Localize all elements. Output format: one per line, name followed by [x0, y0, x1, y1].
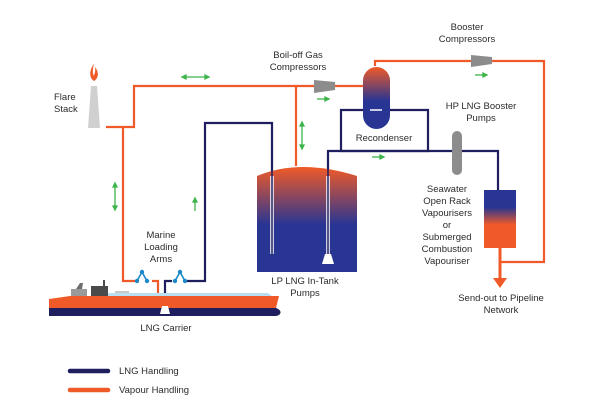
flare-stack-label: Flare Stack: [54, 92, 78, 115]
flow-arrow-bidirectional-left: [111, 181, 119, 212]
recondenser-label: Recondenser: [356, 133, 413, 144]
sendout-label: Send-out to Pipeline Network: [458, 293, 544, 316]
svg-text:Loading: Loading: [144, 242, 178, 253]
ship-superstructure-1: [71, 289, 87, 296]
svg-text:Pumps: Pumps: [290, 288, 320, 299]
recondenser-vessel: [363, 67, 390, 129]
hp-booster-pump: [452, 131, 462, 175]
lng-line-carrier-arm: [163, 279, 172, 298]
ship-deck-rail: [115, 291, 129, 293]
ship-deck: [108, 293, 272, 296]
vapour-line-to-carrier: [121, 127, 135, 283]
ship-mast: [103, 280, 105, 286]
svg-text:Booster: Booster: [451, 22, 484, 33]
flare-stack: [88, 64, 100, 128]
flow-arrow-bidirectional-tank: [298, 120, 306, 151]
vapour-line-booster-loop: [492, 59, 546, 264]
marine-loading-arm-lng: [172, 269, 188, 284]
lng-carrier: [49, 280, 281, 316]
flow-arrow-boiloff: [317, 95, 331, 103]
marine-loading-arm-vapour: [134, 269, 150, 284]
boil-off-compressor-icon: [314, 80, 335, 93]
booster-compressor-icon: [471, 55, 492, 67]
flow-arrows: [111, 71, 489, 212]
svg-text:Open Rack: Open Rack: [423, 196, 471, 207]
svg-text:Marine: Marine: [146, 230, 175, 241]
flow-arrow-up-lng: [191, 196, 199, 211]
in-tank-pump-icon: [322, 254, 334, 264]
ship-funnel: [76, 283, 83, 289]
svg-text:Vapour Handling: Vapour Handling: [119, 385, 189, 396]
legend-item-vapour: Vapour Handling: [67, 385, 189, 396]
vaporiser-label: Seawater Open Rack Vapourisers or Submer…: [422, 184, 473, 267]
vapour-line-flare: [106, 84, 320, 129]
ship-bridge: [91, 286, 108, 296]
flow-arrow-bidirectional-top: [180, 73, 211, 81]
svg-text:Vapourisers: Vapourisers: [422, 208, 472, 219]
svg-text:Arms: Arms: [150, 254, 172, 265]
svg-text:HP LNG Booster: HP LNG Booster: [446, 101, 517, 112]
svg-text:Compressors: Compressors: [270, 62, 327, 73]
hp-pumps-label: HP LNG Booster Pumps: [446, 101, 517, 124]
svg-text:Seawater: Seawater: [427, 184, 467, 195]
stack-body: [88, 86, 100, 128]
vapour-lines: [106, 59, 546, 298]
svg-text:Pumps: Pumps: [466, 113, 496, 124]
svg-text:LP LNG In-Tank: LP LNG In-Tank: [271, 276, 339, 287]
svg-text:Send-out to Pipeline: Send-out to Pipeline: [458, 293, 544, 304]
svg-text:LNG Handling: LNG Handling: [119, 366, 179, 377]
ship-hull-upper: [49, 296, 279, 308]
svg-text:or: or: [443, 220, 451, 231]
vapour-line-ship-arm: [152, 279, 160, 298]
vapour-line-recon-to-booster: [373, 59, 474, 66]
svg-text:Combustion: Combustion: [422, 244, 473, 255]
marine-arms-label: Marine Loading Arms: [144, 230, 178, 265]
legend: LNG Handling Vapour Handling: [67, 366, 189, 396]
flow-arrow-recondenser: [372, 153, 386, 161]
legend-item-lng: LNG Handling: [67, 366, 179, 377]
svg-text:Boil-off Gas: Boil-off Gas: [273, 50, 323, 61]
svg-text:Vapouriser: Vapouriser: [424, 256, 469, 267]
svg-text:Submerged: Submerged: [422, 232, 471, 243]
boil-off-compressors-label: Boil-off Gas Compressors: [270, 50, 327, 73]
sendout-arrow-icon: [493, 278, 507, 288]
flame-icon: [90, 64, 98, 81]
svg-text:Flare: Flare: [54, 92, 76, 103]
vaporiser-unit: [484, 190, 516, 248]
booster-compressors-label: Booster Compressors: [439, 22, 496, 45]
ship-manifold: [160, 306, 170, 314]
svg-text:Stack: Stack: [54, 104, 78, 115]
carrier-label: LNG Carrier: [140, 323, 191, 334]
lp-pumps-label: LP LNG In-Tank Pumps: [271, 276, 339, 299]
lp-storage-tank: [257, 167, 357, 272]
svg-text:Compressors: Compressors: [439, 34, 496, 45]
flow-arrow-booster: [475, 71, 489, 79]
svg-text:Network: Network: [484, 305, 519, 316]
